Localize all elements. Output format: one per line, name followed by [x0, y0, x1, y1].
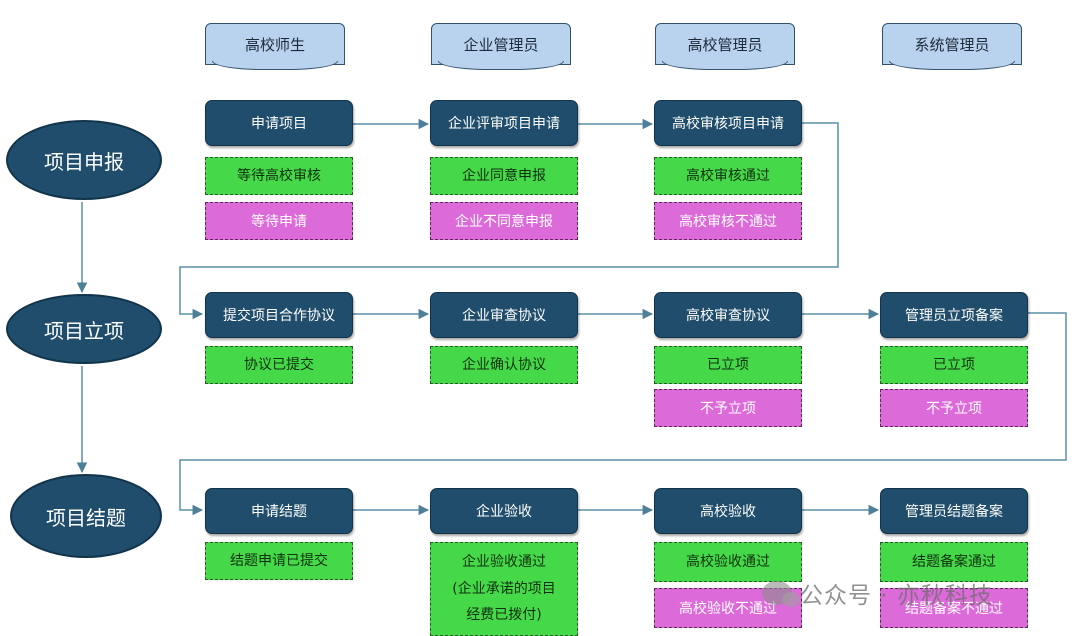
status-label: (企业承诺的项目 — [452, 580, 556, 597]
process-university-acceptance: 高校验收 — [654, 488, 802, 534]
status-university-approve: 高校审核通过 — [654, 157, 802, 195]
process-enterprise-review: 企业评审项目申请 — [430, 100, 578, 146]
status-label: 经费已拨付) — [466, 607, 542, 624]
process-university-review: 高校审核项目申请 — [654, 100, 802, 146]
process-label: 管理员结题备案 — [905, 504, 1003, 520]
process-submit-application: 申请项目 — [205, 100, 353, 146]
process-apply-closure: 申请结题 — [205, 488, 353, 534]
process-label: 企业验收 — [476, 504, 532, 520]
process-enterprise-acceptance: 企业验收 — [430, 488, 578, 534]
status-await-application: 等待申请 — [205, 202, 353, 240]
status-enterprise-acceptance-passed: 企业验收通过 (企业承诺的项目 经费已拨付) — [430, 542, 578, 636]
role-label: 高校管理员 — [687, 35, 763, 54]
process-label: 高校审查协议 — [686, 308, 770, 324]
status-label: 企业同意申报 — [462, 167, 546, 184]
role-label: 企业管理员 — [463, 35, 539, 54]
status-enterprise-reject: 企业不同意申报 — [430, 202, 578, 240]
phase-label: 项目申报 — [44, 149, 124, 174]
status-label: 高校审核不通过 — [679, 214, 777, 230]
process-label: 申请项目 — [251, 116, 307, 132]
process-label: 提交项目合作协议 — [223, 308, 335, 324]
status-label: 高校审核通过 — [686, 167, 770, 184]
process-university-check-agreement: 高校审查协议 — [654, 292, 802, 338]
process-label: 企业评审项目申请 — [448, 116, 560, 132]
status-label: 协议已提交 — [244, 356, 314, 373]
process-admin-record-closure: 管理员结题备案 — [880, 488, 1028, 534]
role-label: 高校师生 — [244, 35, 305, 54]
process-label: 管理员立项备案 — [905, 308, 1003, 324]
process-label: 申请结题 — [251, 504, 307, 520]
role-header-teachers-students: 高校师生 — [205, 23, 345, 70]
status-label: 高校验收通过 — [686, 553, 770, 570]
status-admin-established: 已立项 — [880, 346, 1028, 384]
process-admin-record-establishment: 管理员立项备案 — [880, 292, 1028, 338]
status-label: 已立项 — [707, 356, 749, 373]
status-admin-rejected: 不予立项 — [880, 389, 1028, 427]
status-project-rejected: 不予立项 — [654, 389, 802, 427]
status-closure-record-failed: 结题备案不通过 — [880, 588, 1028, 628]
watermark: 公众号 · 亦秋科技 — [762, 576, 993, 610]
status-label: 企业验收通过 — [462, 554, 546, 571]
phase-application: 项目申报 — [6, 120, 162, 200]
status-university-acceptance-passed: 高校验收通过 — [654, 542, 802, 582]
status-label: 结题申请已提交 — [230, 552, 328, 569]
status-enterprise-confirm-agreement: 企业确认协议 — [430, 346, 578, 384]
role-header-system-admin: 系统管理员 — [882, 23, 1022, 70]
status-label: 等待申请 — [251, 214, 307, 230]
watermark-text: 公众号 · 亦秋科技 — [800, 583, 993, 609]
role-header-enterprise-admin: 企业管理员 — [431, 23, 571, 70]
status-label: 结题备案不通过 — [905, 601, 1003, 617]
status-await-university-review: 等待高校审核 — [205, 157, 353, 195]
process-label: 高校验收 — [700, 504, 756, 520]
status-project-established: 已立项 — [654, 346, 802, 384]
status-closure-record-passed: 结题备案通过 — [880, 542, 1028, 582]
role-label: 系统管理员 — [914, 35, 990, 54]
status-label: 企业确认协议 — [462, 356, 546, 373]
process-submit-agreement: 提交项目合作协议 — [205, 292, 353, 338]
status-closure-submitted: 结题申请已提交 — [205, 542, 353, 580]
phase-label: 项目立项 — [44, 318, 124, 343]
status-enterprise-approve: 企业同意申报 — [430, 157, 578, 195]
process-label: 企业审查协议 — [462, 308, 546, 324]
status-label: 不予立项 — [926, 401, 982, 417]
wechat-icon — [762, 581, 800, 607]
phase-approval: 项目立项 — [6, 294, 162, 364]
process-label: 高校审核项目申请 — [672, 116, 784, 132]
status-label: 高校验收不通过 — [679, 601, 777, 617]
status-label: 结题备案通过 — [912, 553, 996, 570]
status-label: 已立项 — [933, 356, 975, 373]
status-label: 不予立项 — [700, 401, 756, 417]
phase-label: 项目结题 — [46, 505, 126, 530]
phase-closure: 项目结题 — [10, 474, 162, 558]
status-university-reject: 高校审核不通过 — [654, 202, 802, 240]
role-header-university-admin: 高校管理员 — [655, 23, 795, 70]
status-agreement-submitted: 协议已提交 — [205, 346, 353, 384]
process-enterprise-check-agreement: 企业审查协议 — [430, 292, 578, 338]
status-label: 等待高校审核 — [237, 167, 321, 184]
status-label: 企业不同意申报 — [455, 214, 553, 230]
